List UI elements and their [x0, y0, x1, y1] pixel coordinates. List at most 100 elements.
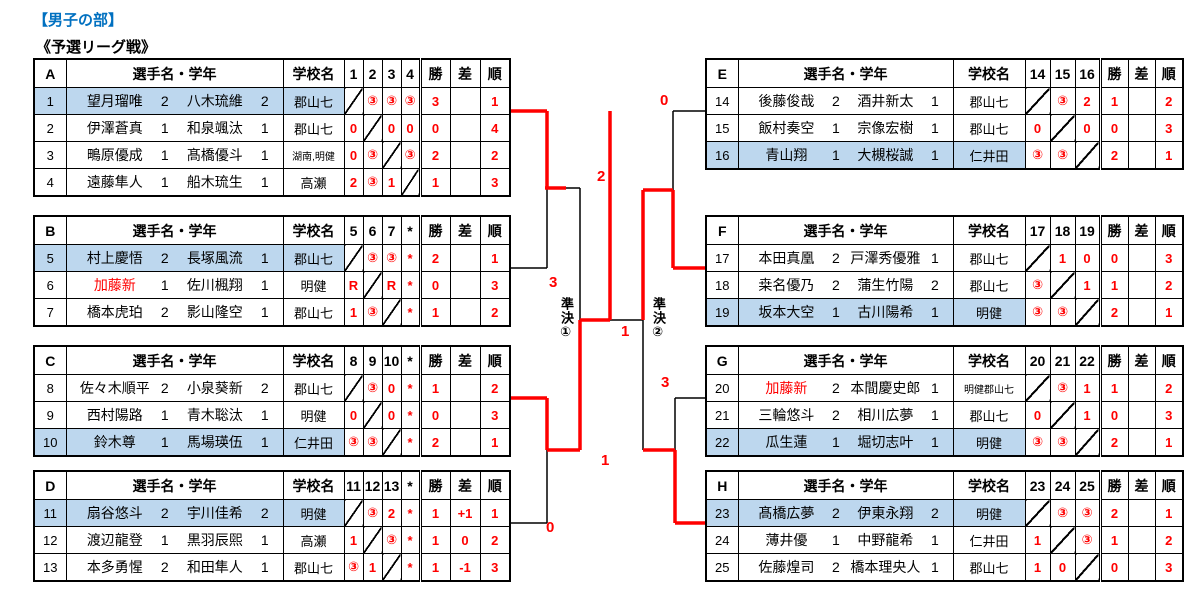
- game-result-cell: [343, 244, 364, 272]
- game-result-cell: 0: [1074, 114, 1101, 142]
- game-number-cell: 4: [400, 58, 421, 88]
- player2-name: 和田隼人: [186, 559, 243, 575]
- page-title: 【男子の部】: [33, 12, 124, 29]
- diff-cell: [1127, 298, 1156, 327]
- player2-name: 小泉葵新: [186, 380, 243, 396]
- diff-header-cell: 差: [1127, 215, 1156, 245]
- pair-number-cell: 16: [705, 141, 739, 170]
- school-name: 高瀬: [300, 533, 327, 549]
- game-number-cell: 22: [1074, 345, 1101, 375]
- group-letter-cell: D: [33, 470, 67, 500]
- game-result-cell: R: [343, 271, 364, 299]
- player1-name: 佐々木順平: [79, 380, 150, 396]
- game-result-cell: [381, 141, 402, 169]
- rank-header-cell: 順: [1154, 215, 1184, 245]
- player1-name: 遠藤隼人: [86, 174, 143, 190]
- game-result-cell: [362, 114, 383, 142]
- game-result-cell: 0: [343, 141, 364, 169]
- rank-cell: 2: [479, 298, 511, 327]
- player2-grade: 1: [260, 304, 269, 320]
- school-name: 明健: [975, 506, 1002, 522]
- player1-grade: 1: [160, 532, 169, 548]
- school-cell: 明健: [952, 428, 1026, 457]
- school-name: 郡山七: [293, 560, 333, 576]
- rank-cell: 3: [479, 168, 511, 197]
- wins-cell: 0: [1098, 244, 1129, 272]
- school-cell: 郡山七: [952, 87, 1026, 115]
- diff-cell: [449, 374, 481, 402]
- pair-number-cell: 19: [705, 298, 739, 327]
- rank-cell: 3: [1154, 114, 1184, 142]
- player2-name: 長塚風流: [186, 250, 243, 266]
- group-letter-cell: F: [705, 215, 739, 245]
- rank-header-cell: 順: [479, 215, 511, 245]
- player2-grade: 2: [260, 93, 269, 109]
- game-result-cell: *: [400, 271, 421, 299]
- game-result-cell: *: [400, 428, 421, 457]
- player1-grade: 1: [832, 120, 840, 136]
- game-number-cell: 5: [343, 215, 364, 245]
- diff-cell: [1127, 141, 1156, 170]
- game-result-cell: 1: [381, 168, 402, 197]
- game-number-cell: 17: [1024, 215, 1051, 245]
- player1-grade: 1: [160, 120, 169, 136]
- school-cell: 仁井田: [952, 526, 1026, 554]
- school-cell: 郡山七: [282, 244, 345, 272]
- game-number-cell: 25: [1074, 470, 1101, 500]
- rank-cell: 3: [479, 553, 511, 582]
- wins-cell: 1: [1098, 271, 1129, 299]
- game-result-cell: [381, 298, 402, 327]
- game-result-cell: 0: [1049, 553, 1076, 582]
- school-name: 郡山七: [293, 121, 333, 137]
- pair-number-cell: 12: [33, 526, 67, 554]
- game-result-cell: [1074, 298, 1101, 327]
- game-result-cell: 0: [343, 401, 364, 429]
- game-number-cell: *: [400, 215, 421, 245]
- school-cell: 郡山七: [282, 87, 345, 115]
- player1-grade: 2: [160, 380, 169, 396]
- school-cell: 明健: [952, 499, 1026, 527]
- group-letter-cell: G: [705, 345, 739, 375]
- game-number-cell: 18: [1049, 215, 1076, 245]
- player1-name: 薄井優: [765, 532, 808, 548]
- school-name: 郡山七: [969, 278, 1009, 294]
- game-result-cell: [362, 526, 383, 554]
- wins-header-cell: 勝: [1098, 215, 1129, 245]
- game-number-cell: *: [400, 345, 421, 375]
- player2-grade: 2: [260, 380, 269, 396]
- pair-number-cell: 5: [33, 244, 67, 272]
- school-name: 湖南,明健: [292, 151, 335, 163]
- rank-cell: 1: [1154, 141, 1184, 170]
- diff-cell: [1127, 401, 1156, 429]
- players-header-cell: 選手名・学年: [737, 215, 954, 245]
- player1-name: 髙橋広夢: [758, 505, 815, 521]
- player1-name: 佐藤煌司: [758, 559, 815, 575]
- game-result-cell: 2: [381, 499, 402, 527]
- game-result-cell: *: [400, 526, 421, 554]
- wins-header-cell: 勝: [1098, 345, 1129, 375]
- diff-cell: -1: [449, 553, 481, 582]
- wins-cell: 1: [418, 374, 451, 402]
